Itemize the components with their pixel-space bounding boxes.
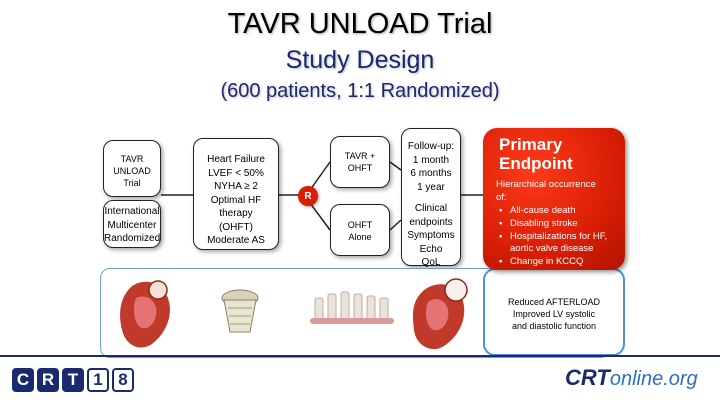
randomization-circle: R — [298, 186, 318, 206]
slide-title: TAVR UNLOAD Trial — [227, 8, 493, 40]
mechanism-line: Reduced AFTERLOAD — [507, 297, 601, 307]
followup-line: 1 year — [417, 181, 445, 193]
endpoint-item: Change in KCCQ — [499, 256, 619, 269]
primary-endpoint-body: Hierarchical occurrence of: All-cause de… — [496, 179, 619, 269]
trial-group: TAVR UNLOAD Trial International Multicen… — [103, 140, 161, 248]
population-line: NYHA ≥ 2 — [214, 181, 258, 192]
design-line: Randomized — [104, 233, 161, 244]
logo-prefix: CRT — [565, 365, 610, 390]
logo-letter: 8 — [112, 368, 134, 392]
logo-letter: R — [37, 368, 59, 392]
followup-box: Follow-up: 1 month 6 months 1 year Clini… — [401, 128, 461, 268]
trial-name-box: TAVR UNLOAD Trial — [103, 140, 161, 197]
endpoint-item: Disabling stroke — [499, 218, 619, 231]
followup-line: 6 months — [410, 168, 452, 179]
heart-illustration-left — [120, 280, 170, 348]
primary-endpoint-intro: of: — [496, 192, 507, 204]
endpoint-item: All-cause death — [499, 205, 619, 218]
followup-line: Follow-up: — [407, 141, 455, 152]
population-line: Moderate AS — [207, 235, 265, 246]
population-line: (OHFT) — [219, 221, 253, 233]
population-line: LVEF < 50% — [208, 167, 264, 179]
trial-line: TAVR — [120, 154, 144, 164]
primary-endpoint-list: All-cause death Disabling stroke Hospita… — [496, 205, 619, 269]
arm-tavr-box: TAVR + OHFT — [330, 136, 390, 188]
valve-steps-illustration — [310, 291, 394, 324]
trial-design-box: International Multicenter Randomized — [103, 200, 161, 248]
primary-endpoint-title-line: Primary — [499, 135, 563, 154]
arm2-line: OHFT — [347, 220, 373, 230]
followup-line: Symptoms — [407, 230, 455, 241]
line-r-to-arm2 — [309, 202, 331, 231]
crtonline-logo: CRTonline.org — [565, 365, 698, 391]
population-box: Heart Failure LVEF < 50% NYHA ≥ 2 Optima… — [193, 138, 279, 250]
mechanism-line: Improved LV systolic — [512, 309, 596, 320]
mechanism-text-box: Reduced AFTERLOAD Improved LV systolic a… — [483, 268, 625, 356]
population-line: therapy — [219, 208, 253, 219]
line-arm2-to-followup — [389, 219, 402, 231]
logo-letter: T — [62, 368, 84, 392]
valve-illustration — [221, 289, 259, 333]
mechanism-illustrations — [120, 278, 468, 350]
population-line: Heart Failure — [207, 154, 265, 165]
line-arm1-to-followup — [389, 161, 402, 171]
crt18-logo: C R T 1 8 — [12, 368, 134, 392]
primary-endpoint-box: Primary Endpoint Hierarchical occurrence… — [483, 128, 625, 270]
followup-line: Clinical — [414, 203, 448, 214]
trial-line: Trial — [123, 178, 141, 189]
followup-spacer — [402, 194, 460, 202]
arm1-line: TAVR + — [344, 151, 376, 161]
population-line: Optimal HF — [210, 194, 262, 206]
logo-letter: 1 — [87, 368, 109, 392]
primary-endpoint-title-line: Endpoint — [499, 153, 573, 173]
mechanism-line: and diastolic function — [511, 321, 597, 332]
arm2-line: Alone — [348, 232, 372, 243]
primary-endpoint-intro: Hierarchical occurrence — [496, 179, 596, 191]
randomization-label: R — [304, 190, 312, 202]
slide-subsubtitle: (600 patients, 1:1 Randomized) — [220, 80, 500, 102]
design-line: International — [104, 206, 160, 217]
design-line: Multicenter — [107, 219, 157, 231]
endpoint-item: Hospitalizations for HF, aortic valve di… — [499, 231, 619, 257]
followup-line: 1 month — [412, 154, 450, 166]
slide-subtitle: Study Design — [285, 46, 435, 74]
arm-ohft-box: OHFT Alone — [330, 204, 390, 256]
logo-letter: C — [12, 368, 34, 392]
logo-suffix: online.org — [609, 368, 698, 390]
trial-line: UNLOAD — [113, 166, 151, 177]
followup-line: Echo — [419, 243, 443, 255]
primary-endpoint-title: Primary Endpoint — [499, 135, 625, 173]
followup-line: endpoints — [409, 216, 453, 228]
line-r-to-arm1 — [309, 161, 331, 191]
footer-divider — [0, 355, 720, 357]
arm1-line: OHFT — [347, 163, 373, 174]
heart-illustration-right — [412, 278, 468, 350]
followup-line: QoL — [421, 257, 441, 268]
